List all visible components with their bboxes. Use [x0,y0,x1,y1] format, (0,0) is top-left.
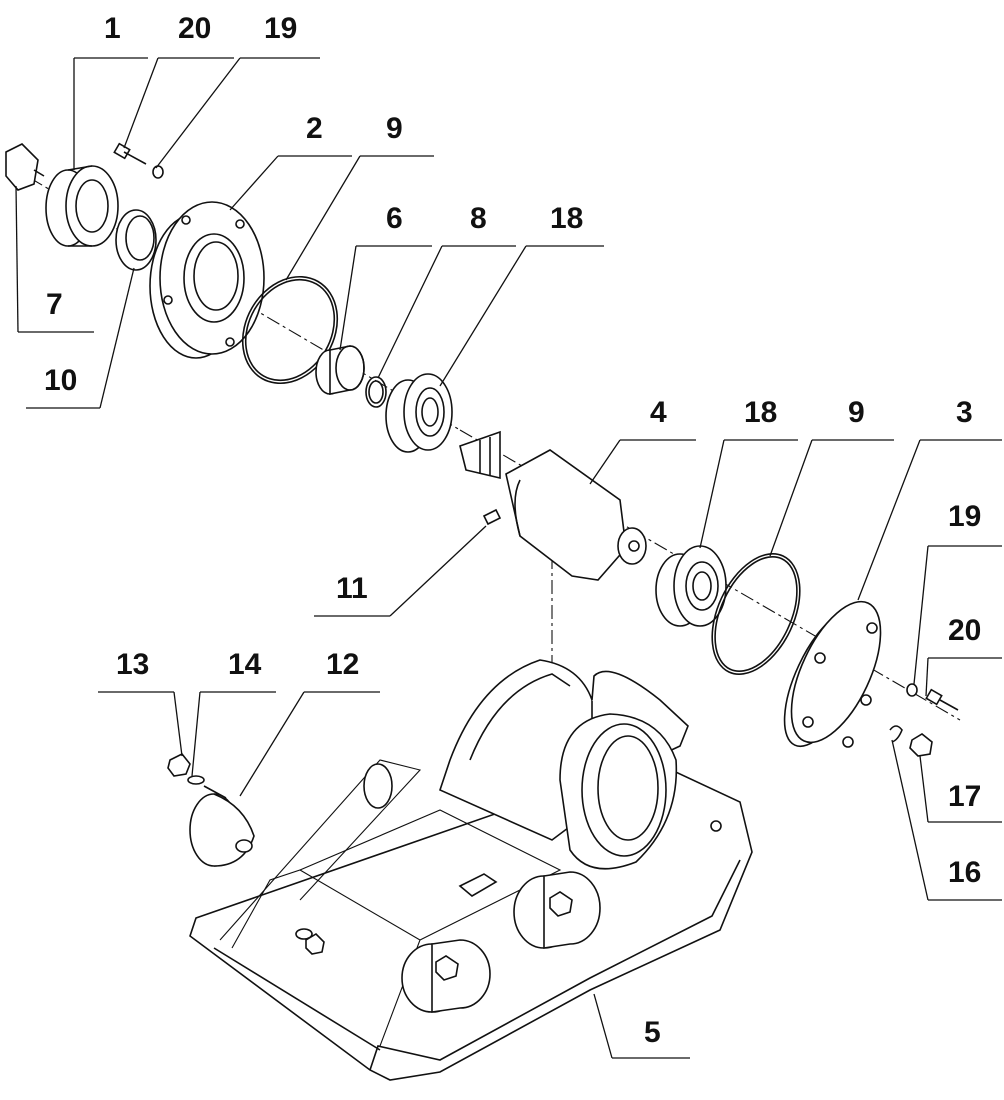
part-3-end-cover [783,600,882,748]
callout-18-right: 18 [744,396,777,429]
callout-5: 1 [104,12,121,45]
callout-4: 4 [650,396,667,429]
part-9-oring-right [711,553,801,675]
part-2-flange [149,201,265,359]
callout-1: 5 [644,1016,661,1049]
callout-10: 10 [44,364,77,397]
callout-19-right: 19 [948,500,981,533]
part-7-knob [5,143,45,191]
part-12-mount [167,752,255,867]
callout-17: 17 [948,780,981,813]
callout-13: 13 [116,648,149,681]
part-20-19-bolt-top [113,142,164,179]
part-6-sleeve [315,345,365,395]
part-10-seal [115,209,157,271]
callout-9-left: 9 [386,112,403,145]
part-right-fasteners [889,683,959,757]
callout-7: 7 [46,288,63,321]
callout-20-right: 20 [948,614,981,647]
leader-lines [15,57,1002,1059]
callout-16: 16 [948,856,981,889]
callout-9-right: 9 [848,396,865,429]
callout-20-top: 20 [178,12,211,45]
part-18-bearing-right [655,545,727,627]
callout-11: 11 [336,572,368,605]
part-8-circlip [365,376,387,408]
callout-labels: 1 20 19 2 9 6 8 18 7 10 4 18 9 3 19 20 1… [44,12,981,1049]
callout-2: 2 [306,112,323,145]
callout-8: 8 [470,202,487,235]
callout-18-left: 18 [550,202,583,235]
callout-14: 14 [228,648,262,681]
callout-19-top: 19 [264,12,297,45]
callout-3: 3 [956,396,973,429]
part-18-bearing-left [385,373,453,453]
callout-6: 6 [386,202,403,235]
part-1-base-plate [189,659,753,1081]
part-5-bearing-housing [45,165,119,247]
callout-12: 12 [326,648,359,681]
part-4-shaft [459,430,647,581]
